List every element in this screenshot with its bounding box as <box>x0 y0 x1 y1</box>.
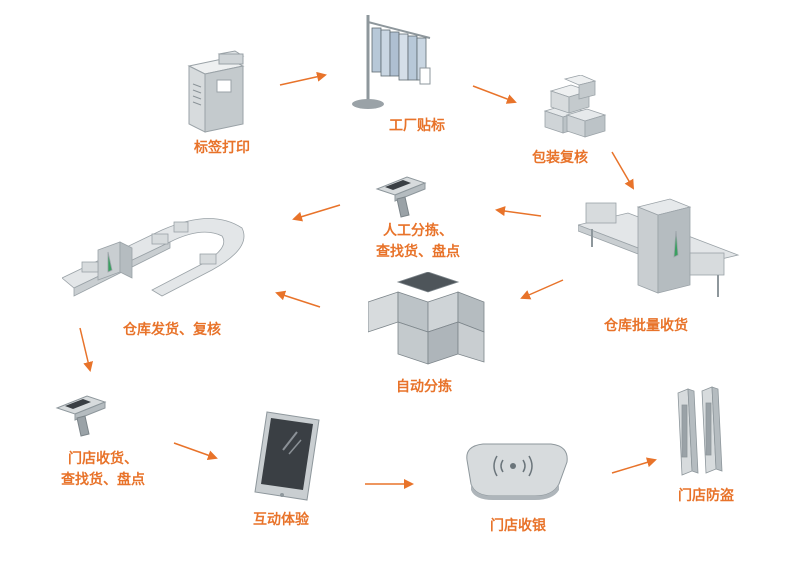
arrow-warehouse-to-manual <box>495 206 542 217</box>
arrow-packing-to-warehouse <box>611 151 635 190</box>
arrow-store-to-interactive <box>173 442 218 461</box>
interactive-experience-label: 互动体验 <box>253 512 309 528</box>
sorting-bins-icon <box>368 272 485 365</box>
garment-rack-icon <box>352 15 431 109</box>
tunnel-scanner-conveyor-icon <box>578 198 740 297</box>
arrow-manual-to-ship <box>292 204 341 222</box>
warehouse-bulk-receive-label: 仓库批量收货 <box>604 318 688 334</box>
warehouse-ship-label: 仓库发货、复核 <box>123 322 221 338</box>
packing-recheck-label: 包装复核 <box>532 150 588 166</box>
manual-sorting-line2: 查找货、盘点 <box>376 244 460 260</box>
curved-conveyor-icon <box>62 218 245 297</box>
security-gate-icon <box>677 386 723 476</box>
arrow-ship-to-store <box>79 327 94 372</box>
auto-sorting-label: 自动分拣 <box>396 379 452 395</box>
store-receive-line2: 查找货、盘点 <box>61 472 145 488</box>
boxes-icon <box>543 75 607 138</box>
arrow-warehouse-to-auto <box>520 279 564 300</box>
arrow-print-to-factory <box>279 71 327 86</box>
manual-sorting-line1: 人工分拣、 <box>383 223 453 239</box>
arrow-auto-to-ship <box>275 290 321 308</box>
tablet-icon <box>254 411 320 501</box>
desktop-reader-pad-icon <box>466 443 568 500</box>
store-antitheft-label: 门店防盗 <box>678 488 734 504</box>
store-checkout-label: 门店收银 <box>490 518 546 534</box>
arrow-checkout-to-antitheft <box>611 457 657 474</box>
store-receive-line1: 门店收货、 <box>68 451 138 467</box>
store-receive-label: 门店收货、 查找货、盘点 <box>48 449 158 491</box>
handheld-reader-icon <box>375 176 427 218</box>
manual-sorting-label: 人工分拣、 查找货、盘点 <box>363 221 473 263</box>
label-printer-icon <box>187 50 245 133</box>
arrow-factory-to-packing <box>472 85 517 104</box>
handheld-reader-icon <box>55 395 107 437</box>
label-printing-label: 标签打印 <box>194 140 250 156</box>
factory-tagging-label: 工厂贴标 <box>389 118 445 134</box>
